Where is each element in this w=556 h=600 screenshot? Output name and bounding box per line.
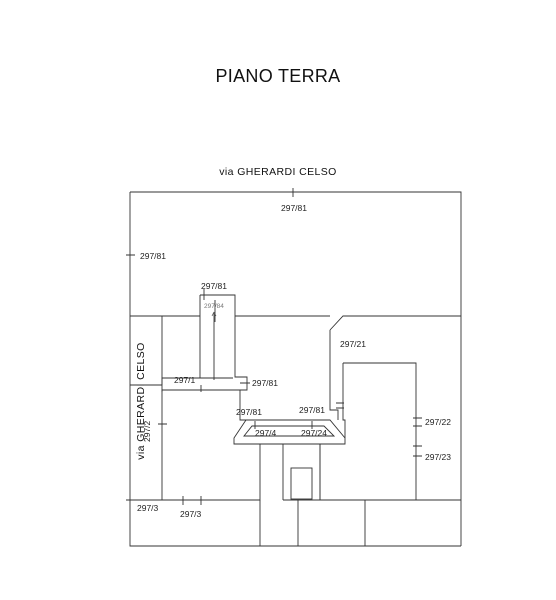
tick-marks <box>126 188 422 505</box>
right-main-block <box>319 362 417 501</box>
tower-arrow <box>211 311 217 322</box>
parcel-label: 297/81 <box>252 378 278 388</box>
parcel-label: 297/81 <box>201 281 227 291</box>
parcel-label: 297/81 <box>236 407 262 417</box>
parcel-label: 297/3 <box>180 509 202 519</box>
parcel-label: 297/21 <box>340 339 366 349</box>
parcel-label: 297/23 <box>425 452 451 462</box>
outer-boundary <box>129 191 462 547</box>
central-tower <box>161 294 248 392</box>
plan-title: PIANO TERRA <box>215 66 341 86</box>
street-label-top: via GHERARDI CELSO <box>219 166 337 178</box>
parcel-label: 297/3 <box>137 503 159 513</box>
bottom-parcels <box>130 499 461 546</box>
center-column <box>282 444 321 500</box>
stair-inner <box>243 425 336 437</box>
center-box <box>290 467 313 500</box>
parcel-label: 297/84 <box>204 303 224 310</box>
left-strip <box>130 316 163 386</box>
parcel-label: 297/81 <box>281 203 307 213</box>
stair-recess <box>234 419 346 445</box>
parcel-label: 297/2 <box>142 420 152 442</box>
parcel-label: 297/81 <box>299 405 325 415</box>
parcel-label: 297/4 <box>255 428 277 438</box>
parcel-label: 297/24 <box>301 428 327 438</box>
parcel-label: 297/81 <box>140 251 166 261</box>
parcel-label: 297/22 <box>425 417 451 427</box>
right-upper-block <box>329 315 461 420</box>
parcel-label: 297/1 <box>174 375 196 385</box>
